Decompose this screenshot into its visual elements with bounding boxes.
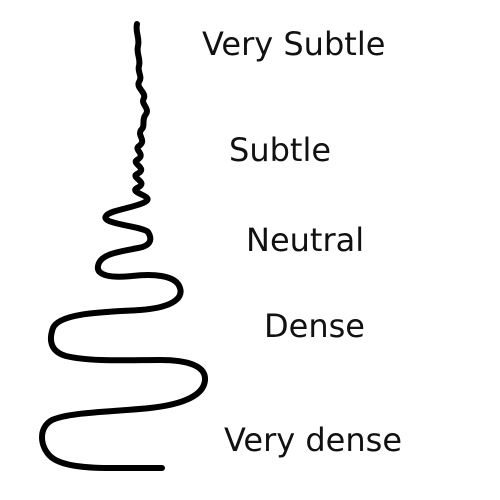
label-very-subtle: Very Subtle xyxy=(202,25,386,63)
label-subtle: Subtle xyxy=(229,131,332,169)
density-squiggle-line xyxy=(39,21,208,471)
label-dense: Dense xyxy=(264,307,365,345)
label-neutral: Neutral xyxy=(246,221,365,259)
label-very-dense: Very dense xyxy=(224,421,402,459)
